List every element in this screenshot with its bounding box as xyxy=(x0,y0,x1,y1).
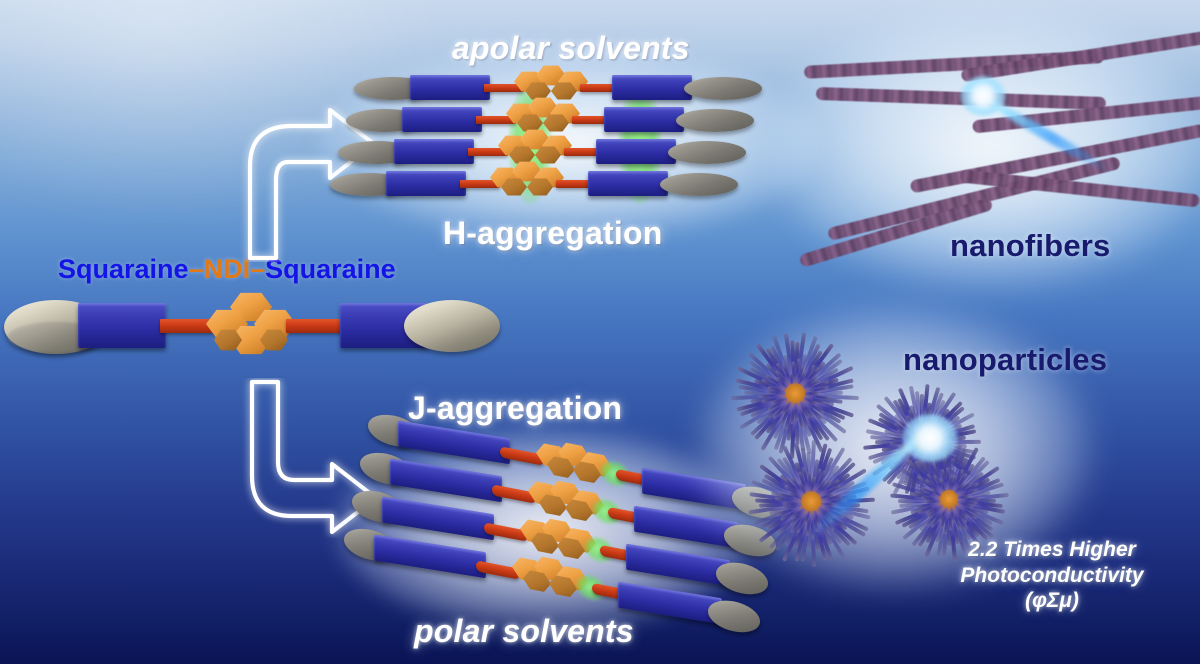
h-aggregate-row xyxy=(346,97,806,134)
monomer-rod-right xyxy=(286,319,348,333)
monomer-block-left xyxy=(78,303,166,348)
nanoparticle xyxy=(730,328,860,459)
photoconductivity-line-2: Photoconductivity xyxy=(960,563,1144,587)
nanoparticle-core xyxy=(801,491,821,511)
monomer-caption-left: Squaraine xyxy=(58,254,189,284)
h-aggregate-row xyxy=(330,161,790,198)
nanoparticle xyxy=(746,436,876,567)
label-photoconductivity-result: 2.2 Times Higher Photoconductivity (φΣμ) xyxy=(912,537,1192,614)
j-aggregate-stack xyxy=(344,410,784,637)
label-nanoparticles: nanoparticles xyxy=(903,342,1108,377)
monomer-caption-dash-right: – xyxy=(250,254,266,284)
nanoparticle-core xyxy=(939,489,959,509)
monomer-molecule xyxy=(0,286,500,366)
label-nanofibers: nanofibers xyxy=(950,228,1111,263)
nanoparticles-light-core xyxy=(902,414,958,462)
label-h-aggregation: H-aggregation xyxy=(443,215,663,251)
nanoparticle xyxy=(888,438,1010,561)
monomer-ndi-core xyxy=(204,292,300,362)
monomer-caption-middle: NDI xyxy=(203,254,251,284)
label-j-aggregation: J-aggregation xyxy=(408,390,623,426)
nanoparticle-core xyxy=(785,383,805,403)
h-aggregate-row xyxy=(338,129,798,166)
h-aggregate-stack xyxy=(330,65,814,212)
monomer-caption-right: Squaraine xyxy=(265,254,396,284)
monomer-caption-dash-left: – xyxy=(188,254,204,284)
nanofibers-illustration xyxy=(790,30,1200,268)
photoconductivity-line-3: (φΣμ) xyxy=(1025,589,1079,613)
label-apolar-solvents: apolar solvents xyxy=(452,30,690,66)
label-polar-solvents: polar solvents xyxy=(414,613,634,649)
monomer-disc-right xyxy=(404,300,500,352)
monomer-rod-left xyxy=(160,319,222,333)
nanofibers-light-core xyxy=(960,76,1006,116)
nanoparticles-illustration xyxy=(720,318,1070,588)
h-aggregate-row xyxy=(354,65,814,102)
photoconductivity-line-1: 2.2 Times Higher xyxy=(968,538,1136,561)
monomer-caption: Squaraine–NDI–Squaraine xyxy=(58,254,396,285)
